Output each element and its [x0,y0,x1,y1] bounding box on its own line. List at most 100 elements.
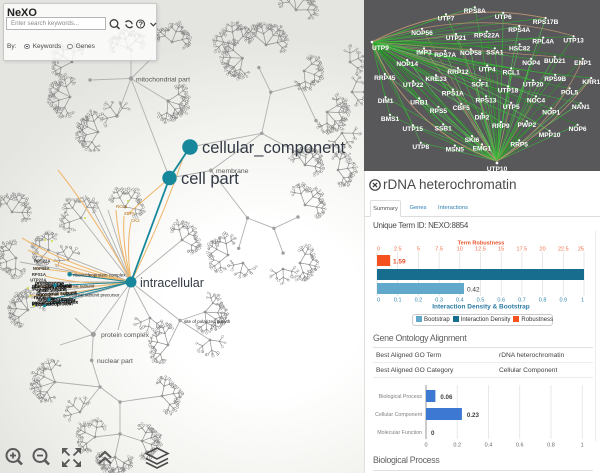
svg-text:0.4: 0.4 [456,298,464,304]
svg-text:0.9: 0.9 [559,298,567,304]
svg-text:NOP58A: NOP58A [33,266,50,271]
svg-text:NOP6: NOP6 [569,126,587,133]
svg-text:5: 5 [417,247,420,253]
svg-text:NOP14: NOP14 [396,61,418,68]
svg-text:Term Robustness: Term Robustness [458,241,505,247]
svg-text:nuclear part: nuclear part [97,358,133,365]
svg-text:small subunit: small subunit [36,287,67,295]
svg-text:UTP18: UTP18 [498,87,519,94]
svg-text:0: 0 [377,298,380,304]
svg-text:snoRNP complex: snoRNP complex [38,297,79,306]
svg-text:RPS1A: RPS1A [32,272,46,277]
svg-text:UTP7: UTP7 [438,15,455,22]
svg-text:UTP20: UTP20 [523,81,544,88]
svg-text:ribosome subunit: ribosome subunit [32,283,72,290]
svg-text:0.8: 0.8 [539,298,547,304]
svg-text:RPS22A: RPS22A [34,258,50,263]
svg-text:0.1: 0.1 [394,298,402,304]
svg-text:ribosomal subunit: ribosomal subunit [36,290,77,298]
svg-text:PWP2: PWP2 [517,122,536,129]
svg-text:URB1: URB1 [410,99,428,106]
svg-text:NOC4: NOC4 [527,97,546,104]
svg-text:preribosome: preribosome [35,280,64,287]
svg-text:NOP4: NOP4 [522,60,540,67]
svg-text:nucleolar complex: nucleolar complex [34,295,77,304]
svg-text:RRP45: RRP45 [374,75,396,82]
svg-text:Molecular Function: Molecular Function [377,430,422,436]
svg-text:CK2: CK2 [131,218,140,223]
svg-text:0.5: 0.5 [477,298,485,304]
svg-text:2.5: 2.5 [394,247,402,253]
svg-text:7.5: 7.5 [435,247,443,253]
svg-text:RPS5: RPS5 [430,108,448,115]
svg-text:0: 0 [377,247,380,253]
svg-text:RPS17B: RPS17B [533,19,559,26]
svg-text:Biological Process: Biological Process [379,394,423,400]
svg-text:0.3: 0.3 [435,298,443,304]
svg-text:protein complex: protein complex [101,332,150,339]
svg-text:ribosomal subunit: ribosomal subunit [36,290,77,298]
svg-text:SOF1: SOF1 [471,81,489,88]
svg-text:NOP58: NOP58 [460,50,482,57]
svg-text:UTP8: UTP8 [412,144,429,151]
svg-text:UTP9: UTP9 [372,45,389,52]
svg-text:UTP15: UTP15 [403,126,424,133]
svg-text:0.4: 0.4 [485,443,493,449]
svg-text:DIM1: DIM1 [378,98,394,105]
svg-text:0.8: 0.8 [547,443,555,449]
svg-text:SSA1: SSA1 [486,49,504,56]
svg-text:RPS9B: RPS9B [544,76,566,83]
svg-text:RRP12: RRP12 [447,69,469,76]
svg-text:KRE33: KRE33 [425,76,447,83]
svg-text:RCL5: RCL5 [116,204,128,209]
svg-text:mitochondrial part: mitochondrial part [136,77,190,84]
svg-text:ribosome subunit: ribosome subunit [32,283,72,290]
svg-text:0.42: 0.42 [467,287,480,294]
svg-text:ENP1: ENP1 [574,60,592,67]
svg-text:BMS1: BMS1 [381,116,400,123]
svg-text:UTP22: UTP22 [403,82,424,89]
svg-text:RRP9: RRP9 [492,123,510,130]
svg-text:preribosome: preribosome [35,281,64,288]
svg-text:1.59: 1.59 [393,259,406,266]
svg-text:NAN1: NAN1 [572,104,590,111]
svg-text:22.5: 22.5 [558,247,569,253]
svg-text:DIP2: DIP2 [475,115,490,122]
svg-text:RCL1: RCL1 [503,69,521,76]
svg-text:ribosomal subunit precursor: ribosomal subunit precursor [64,293,120,298]
svg-text:20: 20 [540,247,546,253]
svg-text:UTP10: UTP10 [487,166,508,171]
svg-text:0: 0 [424,443,427,449]
svg-text:RPS1A: RPS1A [442,91,464,98]
svg-text:12.5: 12.5 [475,247,486,253]
svg-text:NOP1: NOP1 [542,109,560,116]
svg-text:NOP56: NOP56 [411,30,433,37]
svg-text:MPP10: MPP10 [539,132,561,139]
svg-text:HSC82: HSC82 [509,45,531,52]
svg-text:0.23: 0.23 [467,412,480,419]
svg-text:small subunit: small subunit [36,287,67,295]
svg-text:RPS22A: RPS22A [474,33,500,40]
svg-text:Cellular Component: Cellular Component [375,412,422,418]
svg-text:25: 25 [578,247,584,253]
svg-text:ribonucleoprotein: ribonucleoprotein [33,301,73,308]
svg-text:UTP21: UTP21 [446,35,467,42]
svg-text:Interaction Density & Bootstra: Interaction Density & Bootstrap [432,304,530,311]
svg-text:1: 1 [581,443,584,449]
svg-text:BUD21: BUD21 [544,58,566,65]
svg-text:membrane: membrane [216,168,249,175]
svg-text:15: 15 [498,247,504,253]
svg-text:?: ? [139,20,144,29]
svg-text:0.6: 0.6 [497,298,505,304]
svg-text:2DF5: 2DF5 [124,211,135,216]
svg-text:RRP5: RRP5 [510,141,528,148]
svg-text:UTP4: UTP4 [479,67,496,74]
svg-text:0.6: 0.6 [516,443,524,449]
svg-text:0.7: 0.7 [518,298,526,304]
svg-text:90S preribosome: 90S preribosome [31,284,71,293]
svg-text:0.2: 0.2 [415,298,423,304]
svg-text:SKI6: SKI6 [465,137,480,144]
svg-text:90S preribosome: 90S preribosome [32,284,72,293]
svg-text:1: 1 [581,298,584,304]
svg-text:ribosomal subunit: ribosomal subunit [59,284,95,289]
